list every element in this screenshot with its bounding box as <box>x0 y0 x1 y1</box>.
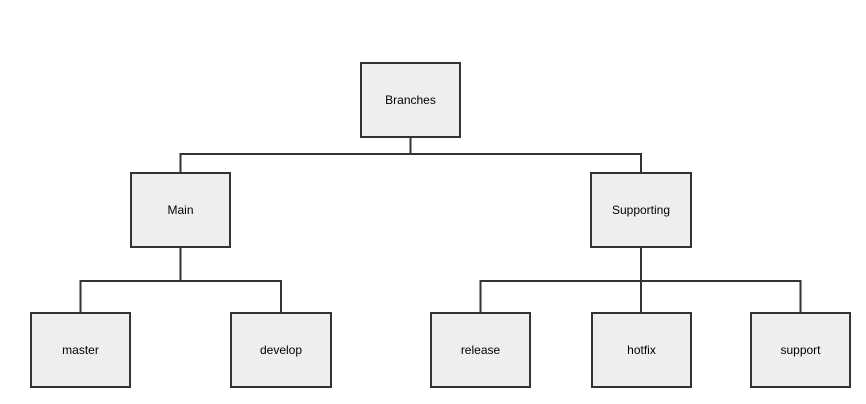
node-supporting-label: Supporting <box>611 203 671 217</box>
node-hotfix-label: hotfix <box>627 343 656 357</box>
node-master-label: master <box>62 343 99 357</box>
node-master: master <box>30 312 131 388</box>
connector-root-children <box>179 138 642 172</box>
node-develop: develop <box>230 312 332 388</box>
node-hotfix: hotfix <box>591 312 692 388</box>
connector-supporting-children <box>479 247 802 312</box>
node-release-label: release <box>460 343 501 357</box>
node-branches: Branches <box>360 62 461 138</box>
node-release: release <box>430 312 531 388</box>
node-support: support <box>750 312 851 388</box>
node-main-label: Main <box>167 203 194 217</box>
node-support-label: support <box>780 343 821 357</box>
node-branches-label: Branches <box>385 93 436 107</box>
connector-main-children <box>79 247 282 312</box>
node-supporting: Supporting <box>590 172 692 248</box>
node-develop-label: develop <box>259 343 303 357</box>
node-main: Main <box>130 172 231 248</box>
